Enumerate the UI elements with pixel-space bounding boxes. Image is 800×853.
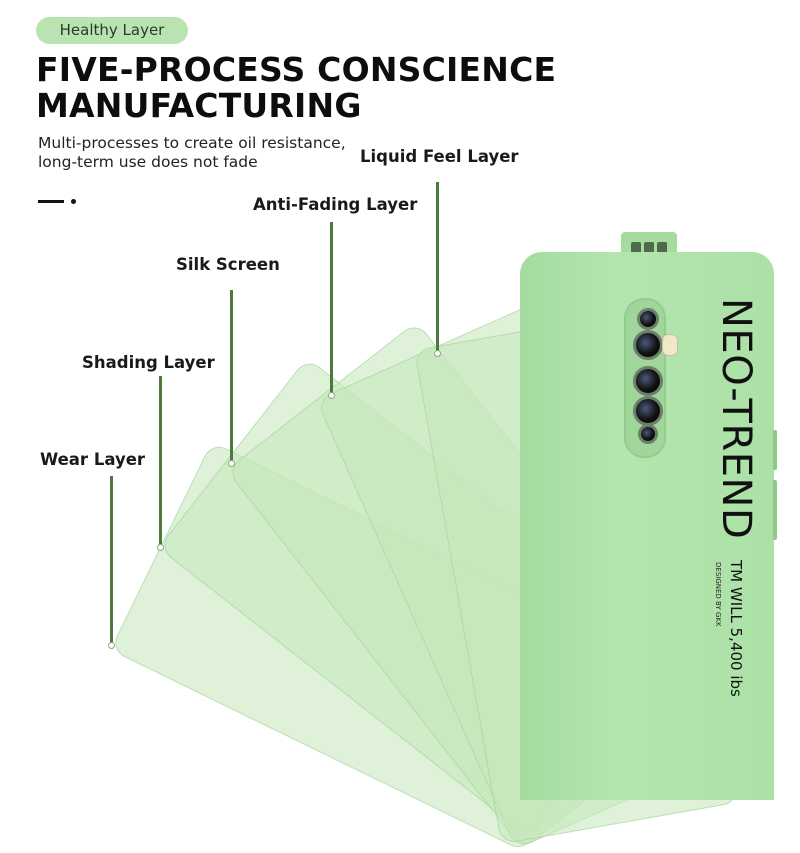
- camera-lens-icon: [633, 396, 663, 426]
- brand-tagline: TM WILL 5,400 ibs: [727, 560, 745, 697]
- camera-lens-icon: [633, 330, 663, 360]
- leader-line-liquid-feel: [436, 182, 439, 352]
- leader-line-anti-fading: [330, 222, 333, 394]
- leader-line-silk-screen: [230, 290, 233, 462]
- side-button: [773, 480, 777, 540]
- leader-dot-silk-screen: [228, 460, 235, 467]
- title-line-1: FIVE-PROCESS CONSCIENCE: [36, 50, 557, 89]
- leader-dot-anti-fading: [328, 392, 335, 399]
- layer-label-wear: Wear Layer: [40, 450, 146, 469]
- leader-dot-shading: [157, 544, 164, 551]
- decorative-dash: [38, 200, 64, 203]
- brand-designer: DESIGNED BY GKK: [714, 562, 722, 627]
- layer-label-shading: Shading Layer: [82, 353, 215, 372]
- leader-dot-wear: [108, 642, 115, 649]
- subtitle-line-1: Multi-processes to create oil resistance…: [38, 134, 346, 152]
- leader-line-shading: [159, 376, 162, 546]
- healthy-layer-badge: Healthy Layer: [36, 17, 188, 44]
- leader-dot-liquid-feel: [434, 350, 441, 357]
- title-line-2: MANUFACTURING: [36, 86, 362, 125]
- page-title: FIVE-PROCESS CONSCIENCE MANUFACTURING: [36, 52, 656, 124]
- layer-label-liquid-feel: Liquid Feel Layer: [360, 147, 519, 166]
- layer-label-anti-fading: Anti-Fading Layer: [253, 195, 418, 214]
- camera-lens-icon: [638, 424, 658, 444]
- layer-label-silk-screen: Silk Screen: [176, 255, 280, 274]
- subtitle: Multi-processes to create oil resistance…: [38, 134, 358, 172]
- brand-text: NEO-TREND: [713, 298, 759, 540]
- camera-lens-icon: [637, 308, 659, 330]
- subtitle-line-2: long-term use does not fade: [38, 153, 258, 171]
- decorative-dot: [71, 199, 76, 204]
- leader-line-wear: [110, 476, 113, 644]
- flash-icon: [662, 334, 678, 356]
- side-button: [773, 430, 777, 470]
- camera-lens-icon: [633, 366, 663, 396]
